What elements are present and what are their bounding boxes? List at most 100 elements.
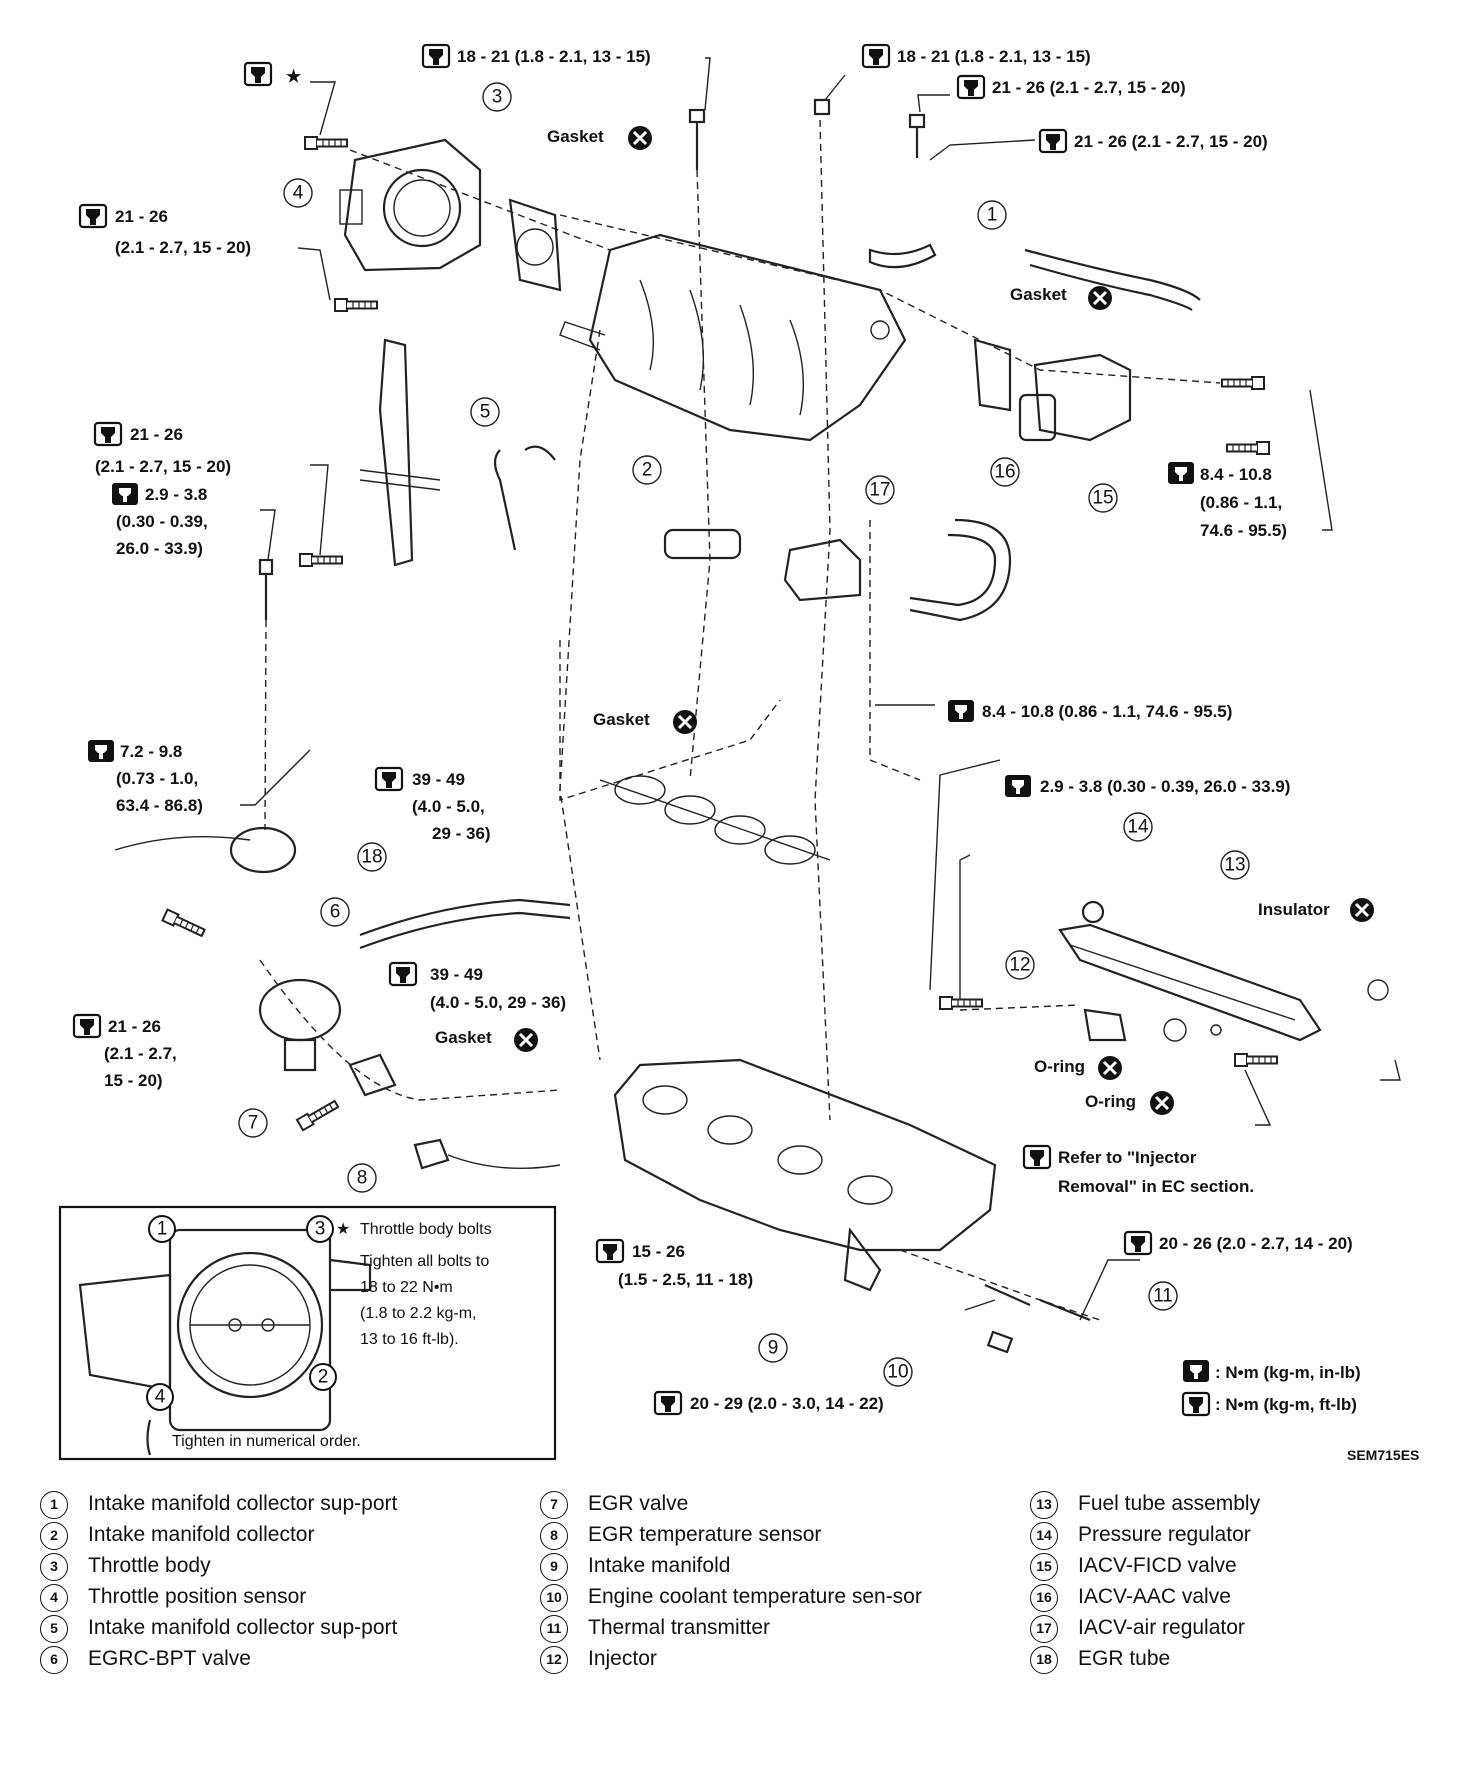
part-bubble-5: 5 <box>470 397 500 427</box>
part-bubble-9: 9 <box>758 1333 788 1363</box>
torque-label-15b: Removal" in EC section. <box>1058 1177 1254 1196</box>
units-large: : N•m (kg-m, ft-lb) <box>1215 1395 1357 1414</box>
part-bubble-17: 17 <box>865 475 895 505</box>
torque-label-18: 20 - 29 (2.0 - 3.0, 14 - 22) <box>690 1394 884 1413</box>
collector-support-1-drawing <box>868 243 937 269</box>
egr-parts-drawing <box>114 826 571 1097</box>
part-bubble-6: 6 <box>320 897 350 927</box>
intake-manifold-drawing <box>613 1058 997 1292</box>
torque-label-7b: (0.30 - 0.39, <box>116 512 208 531</box>
alignment-lines <box>259 119 1221 1321</box>
inset-footer: Tighten in numerical order. <box>172 1433 361 1450</box>
svg-text:1: 1 <box>157 1219 168 1240</box>
bolts-drawing <box>161 98 1278 1132</box>
svg-text:16: 16 <box>994 462 1015 483</box>
inset-bolt-3: 3 <box>306 1215 334 1243</box>
torque-label-16a: 15 - 26 <box>632 1242 685 1261</box>
svg-text:3: 3 <box>492 87 503 108</box>
svg-text:15: 15 <box>1092 488 1113 509</box>
svg-text:1: 1 <box>987 205 998 226</box>
part-bubble-7: 7 <box>238 1108 268 1138</box>
inset-title: Throttle body bolts <box>360 1221 492 1238</box>
part-bubble-14: 14 <box>1123 812 1153 842</box>
svg-text:14: 14 <box>1127 817 1149 838</box>
inset-star: ★ <box>336 1221 350 1238</box>
part-bubble-15: 15 <box>1088 483 1118 513</box>
air-hoses-drawing <box>493 248 1201 622</box>
svg-text:13: 13 <box>1224 855 1245 876</box>
exploded-view-diagram: ★ 18 - 21 (1.8 - 2.1, 13 - 15) 18 - 21 (… <box>58 43 1419 1463</box>
part-bubble-11: 11 <box>1148 1281 1178 1311</box>
gasket-label-4: Gasket <box>435 1028 492 1047</box>
units-small: : N•m (kg-m, in-lb) <box>1215 1363 1361 1382</box>
throttle-bolt-inset: 1 3 4 2 ★ Throttle body bolts Tighten al… <box>58 1205 557 1461</box>
torque-label-14c: 15 - 20) <box>104 1071 163 1090</box>
svg-text:2: 2 <box>318 1367 329 1388</box>
collector-support-5-drawing <box>359 338 441 567</box>
torque-label-2: 18 - 21 (1.8 - 2.1, 13 - 15) <box>897 47 1091 66</box>
part-bubble-3: 3 <box>482 82 512 112</box>
torque-label-11c: 29 - 36) <box>432 824 491 843</box>
torque-label-12: 2.9 - 3.8 (0.30 - 0.39, 26.0 - 33.9) <box>1040 777 1290 796</box>
torque-label-6b: (2.1 - 2.7, 15 - 20) <box>95 457 231 476</box>
svg-text:6: 6 <box>330 902 341 923</box>
part-bubble-8: 8 <box>347 1163 377 1193</box>
part-bubble-1: 1 <box>977 200 1007 230</box>
torque-label-4: 21 - 26 (2.1 - 2.7, 15 - 20) <box>1074 132 1268 151</box>
torque-label-10c: 63.4 - 86.8) <box>116 796 203 815</box>
fuel-tube-drawing <box>1058 900 1389 1042</box>
svg-text:2: 2 <box>642 460 653 481</box>
inset-line-2: 18 to 22 N•m <box>360 1279 453 1296</box>
part-bubble-2: 2 <box>632 455 662 485</box>
torque-label-8b: (0.86 - 1.1, <box>1200 493 1282 512</box>
intake-manifold-gasket-drawing <box>599 775 831 865</box>
torque-label-10a: 7.2 - 9.8 <box>120 742 182 761</box>
throttle-gasket-drawing <box>508 198 562 292</box>
svg-text:10: 10 <box>887 1362 908 1383</box>
oring-label-1: O-ring <box>1034 1057 1085 1076</box>
units-key: : N•m (kg-m, in-lb) : N•m (kg-m, ft-lb) … <box>1215 1363 1419 1463</box>
svg-text:4: 4 <box>155 1387 166 1408</box>
gasket-label-3: Gasket <box>593 710 650 729</box>
part-bubble-18: 18 <box>357 842 387 872</box>
part-bubble-12: 12 <box>1005 950 1035 980</box>
oring-label-2: O-ring <box>1085 1092 1136 1111</box>
torque-label-9: 8.4 - 10.8 (0.86 - 1.1, 74.6 - 95.5) <box>982 702 1232 721</box>
svg-text:7: 7 <box>248 1113 259 1134</box>
inset-bolt-4: 4 <box>146 1383 174 1411</box>
torque-label-7c: 26.0 - 33.9) <box>116 539 203 558</box>
torque-label-10b: (0.73 - 1.0, <box>116 769 198 788</box>
torque-label-11a: 39 - 49 <box>412 770 465 789</box>
torque-label-17: 20 - 26 (2.0 - 2.7, 14 - 20) <box>1159 1234 1353 1253</box>
figure-code: SEM715ES <box>1347 1447 1419 1463</box>
iacv-assembly-drawing <box>973 338 1132 442</box>
part-bubble-16: 16 <box>990 457 1020 487</box>
svg-text:4: 4 <box>293 183 304 204</box>
torque-label-14b: (2.1 - 2.7, <box>104 1044 177 1063</box>
svg-text:18: 18 <box>361 847 382 868</box>
torque-label-16b: (1.5 - 2.5, 11 - 18) <box>618 1270 753 1289</box>
torque-label-11b: (4.0 - 5.0, <box>412 797 485 816</box>
insulator-label: Insulator <box>1258 900 1330 919</box>
torque-label-13b: (4.0 - 5.0, 29 - 36) <box>430 993 566 1012</box>
part-bubble-13: 13 <box>1220 850 1250 880</box>
inset-bolt-2: 2 <box>309 1363 337 1391</box>
torque-label-7a: 2.9 - 3.8 <box>145 485 207 504</box>
svg-text:12: 12 <box>1009 955 1030 976</box>
